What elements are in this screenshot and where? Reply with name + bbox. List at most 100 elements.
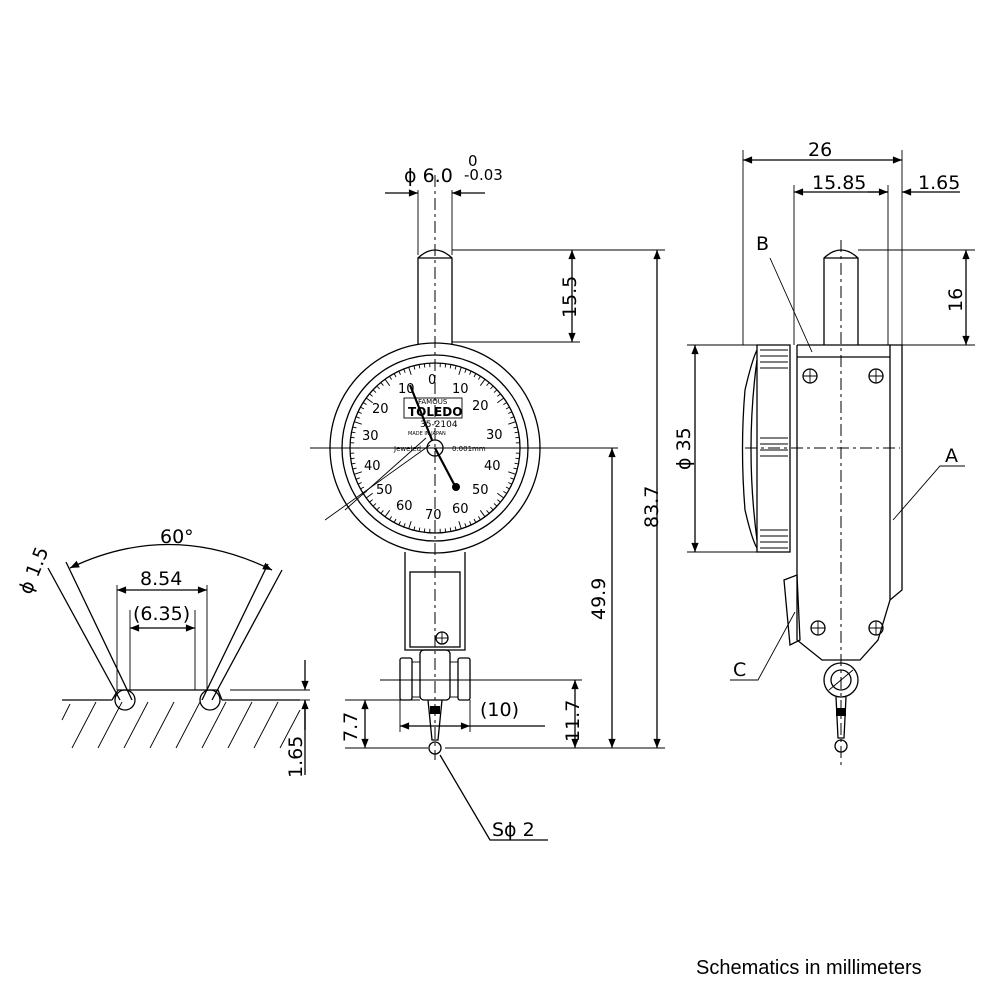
- dial-tick: [497, 393, 501, 397]
- dial-tick: [354, 471, 362, 475]
- dial-tick: [393, 518, 397, 523]
- dial-tick: [369, 499, 373, 503]
- dial-tick: [413, 526, 416, 531]
- dial-l40: 40: [364, 459, 381, 474]
- dial-r50: 50: [472, 483, 489, 498]
- dial-tick: [423, 363, 426, 368]
- dial-tick: [376, 385, 380, 390]
- dial-tick: [473, 518, 477, 523]
- dial-0: 0: [428, 373, 436, 388]
- dial-tick: [351, 462, 356, 465]
- dial-tick: [418, 364, 421, 369]
- dial-tick: [389, 516, 392, 521]
- dial-r40: 40: [484, 459, 501, 474]
- dial-tick: [355, 416, 360, 419]
- dial-tick: [354, 421, 362, 425]
- width-label: 26: [808, 139, 832, 161]
- width-offset-label: 1.65: [918, 172, 960, 194]
- dial-tick: [469, 370, 472, 375]
- dial-tick: [510, 477, 515, 480]
- dial-tick: [365, 492, 373, 499]
- dial-tick: [497, 499, 501, 503]
- dial-tick: [490, 385, 494, 390]
- dial-tick: [398, 370, 401, 375]
- angle-label: 60°: [160, 526, 194, 548]
- label-c: C: [733, 659, 746, 681]
- dial-tick: [360, 486, 365, 490]
- dial-model: 35-2104: [420, 420, 458, 430]
- dial-tick: [479, 378, 486, 386]
- screw-heads: [802, 368, 884, 636]
- dial-l20: 20: [372, 402, 389, 417]
- dial-made: MADE IN JAPAN: [408, 431, 446, 437]
- tip-height-label: 7.7: [340, 712, 362, 742]
- dial-tick: [352, 467, 357, 470]
- dial-tick: [514, 462, 519, 465]
- dial-tick: [408, 521, 412, 529]
- dial-tick: [369, 393, 373, 397]
- dial-logo: [403, 397, 463, 419]
- total-height-label: 83.7: [641, 486, 663, 528]
- dial-tick: [380, 510, 384, 514]
- main-hand: [434, 447, 456, 487]
- dial-resolution: 0.001mm: [452, 445, 486, 453]
- stylus-ball: [428, 741, 442, 755]
- dial-r20: 20: [472, 399, 489, 414]
- dial-tick: [444, 528, 447, 533]
- dial-tick: [454, 526, 457, 531]
- dial-tick: [408, 367, 412, 375]
- dial-tick: [469, 521, 472, 526]
- dial-tick: [458, 521, 462, 529]
- dial-tick: [473, 373, 477, 378]
- side-view: 26 15.85 1.65 16 ϕ 35 B A C: [673, 139, 975, 765]
- dial-dia-label: ϕ 35: [673, 427, 695, 470]
- dial-name: TOLEDO: [408, 405, 462, 419]
- dial-tick: [508, 411, 513, 414]
- dial-tick: [362, 402, 367, 405]
- dial-tick: [413, 365, 416, 370]
- dial-tick: [503, 402, 508, 405]
- dial-tick: [479, 510, 486, 518]
- dial-tick: [393, 373, 397, 378]
- dial-brand: FAMOUS: [418, 398, 448, 406]
- span-inner-label: (6.35): [133, 603, 190, 625]
- dial-l30: 30: [362, 429, 379, 444]
- dial-tick: [449, 527, 452, 532]
- dial-tick: [493, 389, 498, 393]
- dial-tick: [372, 503, 377, 507]
- dial-tick: [355, 477, 360, 480]
- dial-tick: [515, 457, 520, 460]
- dial-tick: [389, 375, 392, 380]
- dial-tick: [357, 411, 362, 414]
- dial-tick: [513, 467, 518, 470]
- dial-tick: [515, 436, 520, 439]
- dial-tick: [493, 503, 498, 507]
- dial-tick: [403, 523, 406, 528]
- dial-tick: [510, 416, 515, 419]
- dial-jeweled: Jeweled: [393, 445, 421, 453]
- dial-70: 70: [425, 508, 442, 523]
- dial-tick: [444, 363, 447, 368]
- dial-tick: [398, 521, 401, 526]
- dial-r30: 30: [486, 428, 503, 443]
- dial-tick: [384, 510, 391, 518]
- stem-dia-label: ϕ 6.0: [404, 165, 453, 187]
- stem-tol-lower: -0.03: [464, 166, 503, 184]
- dial-tick: [464, 368, 467, 373]
- dial-tick: [423, 528, 426, 533]
- dial-tick: [372, 389, 377, 393]
- depth-label: 1.65: [285, 736, 307, 778]
- dial-tick: [384, 378, 391, 386]
- dial-r60: 60: [452, 502, 469, 517]
- dial-tick: [486, 382, 490, 386]
- width-inner-label: 15.85: [812, 172, 866, 194]
- dial-tick: [508, 482, 513, 485]
- label-a: A: [945, 445, 958, 467]
- dial-tick: [458, 367, 462, 375]
- wire-left: [114, 689, 136, 711]
- dial-tick: [514, 431, 519, 434]
- dial-tick: [505, 486, 510, 490]
- dial-tick: [351, 431, 356, 434]
- dial-tick: [360, 406, 365, 410]
